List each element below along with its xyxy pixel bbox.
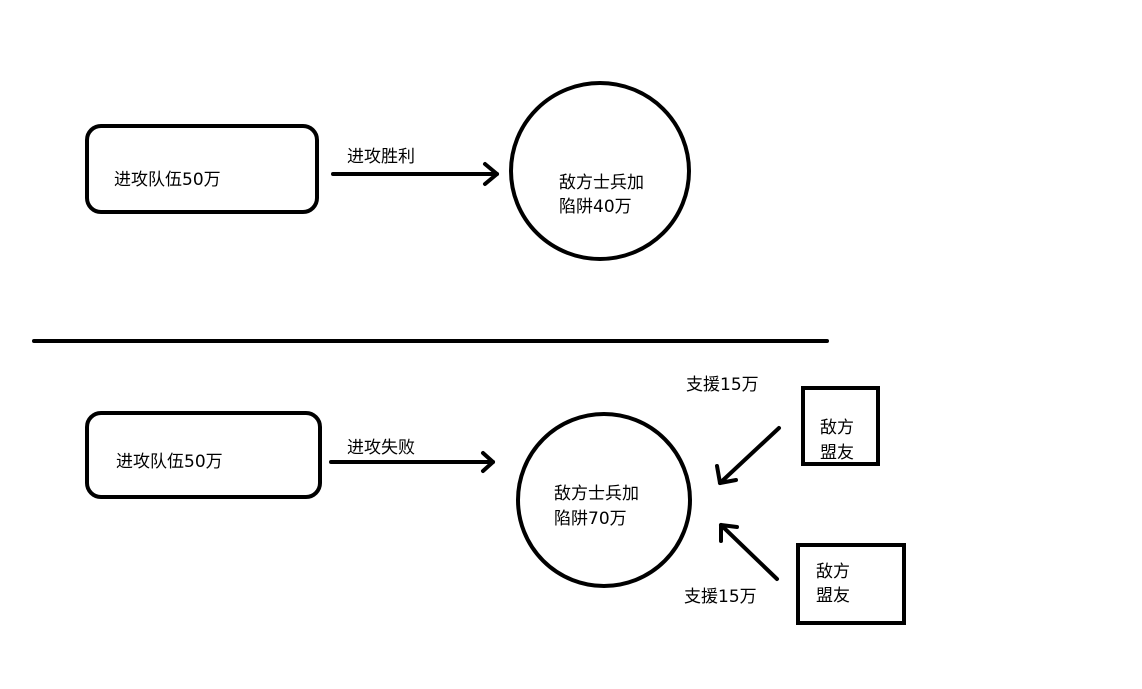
support-arrow-bottom-head: [719, 523, 739, 543]
support-label-bottom: 支援15万: [684, 587, 757, 607]
enemy-ally-bottom-line2: 盟友: [816, 586, 850, 606]
enemy-circle-label-line1: 敌方士兵加: [559, 173, 644, 193]
support-label-top: 支援15万: [686, 375, 759, 395]
support-arrow-bottom-shaft: [719, 523, 779, 581]
attack-team-box: [85, 411, 322, 499]
enemy-circle-label-line2: 陷阱70万: [554, 509, 627, 529]
attack-arrow-label: 进攻胜利: [347, 147, 415, 167]
enemy-circle-label-line1: 敌方士兵加: [554, 484, 639, 504]
enemy-circle-label-line2: 陷阱40万: [559, 197, 632, 217]
enemy-ally-box-top: [801, 386, 880, 466]
enemy-ally-bottom-line1: 敌方: [816, 562, 850, 582]
enemy-ally-top-line1: 敌方: [820, 418, 854, 438]
support-arrow-top-shaft: [718, 426, 781, 485]
attack-arrow-head: [481, 451, 495, 473]
attack-team-box: [85, 124, 319, 214]
support-arrow-top-head: [715, 464, 738, 485]
attack-arrow-label: 进攻失败: [347, 438, 415, 458]
enemy-circle: [516, 412, 692, 588]
scenario-defeat: 进攻队伍50万 进攻失败 敌方士兵加 陷阱70万 敌方 盟友 支援15万 敌方 …: [85, 375, 906, 625]
scenario-victory: 进攻队伍50万 进攻胜利 敌方士兵加 陷阱40万: [85, 81, 691, 261]
enemy-circle: [509, 81, 691, 261]
enemy-ally-top-line2: 盟友: [820, 443, 854, 463]
attack-arrow-head: [483, 162, 499, 186]
enemy-ally-box-bottom: [796, 543, 906, 625]
attack-team-label: 进攻队伍50万: [116, 452, 223, 472]
attack-team-label: 进攻队伍50万: [114, 170, 221, 190]
